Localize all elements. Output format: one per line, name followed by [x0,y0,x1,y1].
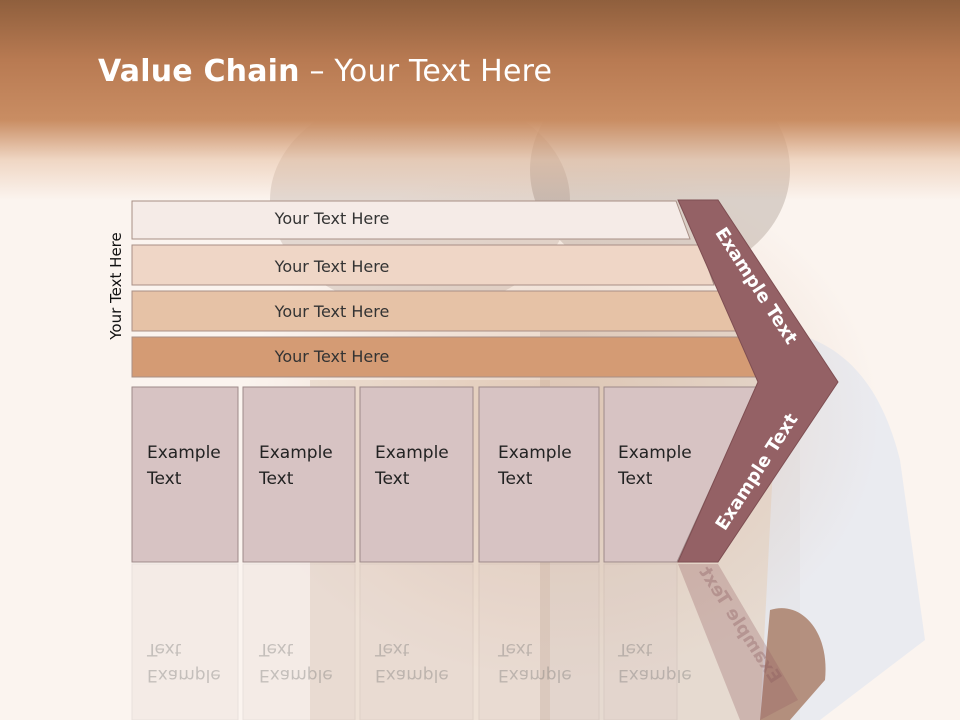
row-bar-2 [131,244,715,286]
column-label-4: Example Text [498,443,572,489]
chevron-reflection [678,564,798,720]
slide-title-rest: – Your Text Here [299,54,553,89]
column-box-2 [242,386,356,563]
column-label-reflection-4: Example Text [498,639,572,685]
column-label-reflection-2: Example Text [259,639,333,685]
column-reflection-1 [131,563,239,720]
slide-title: Value Chain – Your Text Here [98,54,552,89]
column-box-1 [131,386,239,563]
column-reflection-5 [603,563,678,720]
row-bar-1 [131,200,691,240]
column-box-5 [603,386,758,563]
row-label-4: Your Text Here [274,347,390,366]
row-label-2: Your Text Here [274,257,390,276]
column-box-4 [478,386,600,563]
column-label-3: Example Text [375,443,449,489]
column-label-reflection-3: Example Text [375,639,449,685]
column-label-reflection-5: Example Text [618,639,692,685]
chevron-arrow [677,199,839,563]
row-label-3: Your Text Here [274,302,390,321]
column-label-1: Example Text [147,443,221,489]
column-reflection-4 [478,563,600,720]
row-label-1: Your Text Here [274,209,390,228]
column-box-3 [359,386,474,563]
column-reflection-3 [359,563,474,720]
header-band [0,0,960,200]
slide-title-bold: Value Chain [98,54,300,89]
column-label-2: Example Text [259,443,333,489]
column-label-5: Example Text [618,443,692,489]
column-label-reflection-1: Example Text [147,639,221,685]
column-reflections [131,563,678,720]
column-reflection-2 [242,563,356,720]
